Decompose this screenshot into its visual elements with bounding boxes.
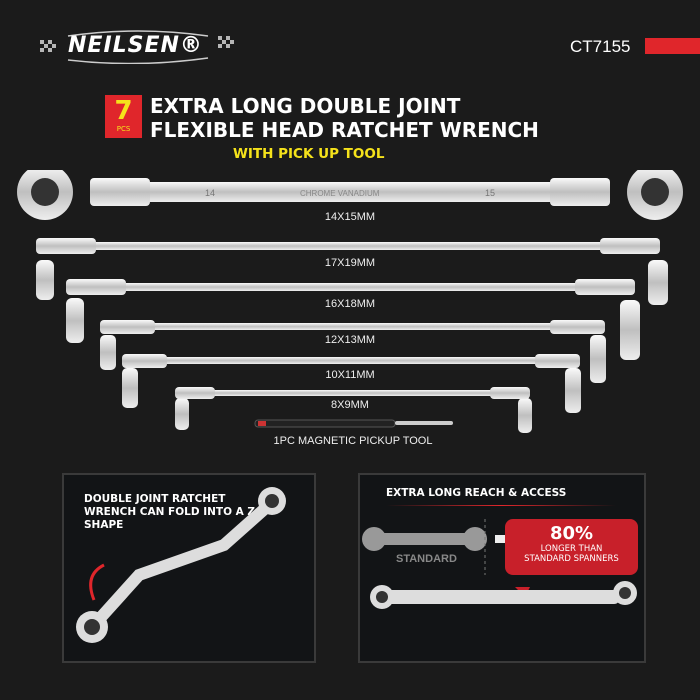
folded-wrench-image	[76, 487, 286, 643]
fold-feature-panel: DOUBLE JOINT RATCHET WRENCH CAN FOLD INT…	[62, 473, 316, 663]
heading-divider	[386, 505, 616, 506]
title-line-2: FLEXIBLE HEAD RATCHET WRENCH	[150, 118, 539, 142]
wrench-16x18	[66, 279, 640, 360]
reach-heading: EXTRA LONG REACH & ACCESS	[386, 487, 567, 499]
magnetic-pickup-tool	[254, 419, 453, 428]
stamp-left: 14	[205, 188, 215, 198]
piece-count-badge: 7 PCS	[105, 95, 142, 138]
size-label: 12X13MM	[324, 334, 376, 346]
stamp-right: 15	[485, 188, 495, 198]
neilsen-logo	[40, 30, 234, 64]
wrench-set-image: 14 CHROME VANADIUM 15	[17, 170, 683, 433]
title-line-1: EXTRA LONG DOUBLE JOINT	[150, 94, 461, 118]
callout-line-2: STANDARD SPANNERS	[524, 554, 619, 564]
piece-unit: PCS	[116, 125, 131, 133]
brand-logo-text: NEILSEN®	[68, 33, 203, 58]
size-label: 10X11MM	[325, 369, 375, 381]
piece-count: 7	[114, 96, 133, 126]
size-label: 16X18MM	[324, 298, 376, 310]
wrench-8x9	[175, 387, 532, 433]
callout-line-1: LONGER THAN	[540, 544, 603, 554]
callout-box: 80% LONGER THAN STANDARD SPANNERS	[505, 519, 638, 575]
comparison-graphic	[362, 519, 637, 609]
percent-value: 80%	[549, 523, 594, 544]
standard-label: STANDARD	[396, 553, 457, 565]
size-label: 8X9MM	[331, 399, 369, 411]
wrench-10x11	[122, 354, 581, 413]
fold-feature-text: DOUBLE JOINT RATCHET WRENCH CAN FOLD INT…	[84, 493, 256, 531]
reach-feature-panel: EXTRA LONG REACH & ACCESS STANDARD 80% L…	[358, 473, 646, 663]
page-title: EXTRA LONG DOUBLE JOINT FLEXIBLE HEAD RA…	[150, 94, 539, 142]
wrench-17x19	[36, 238, 668, 305]
subtitle: WITH PICK UP TOOL	[233, 146, 385, 162]
product-code: CT7155	[570, 37, 631, 56]
accent-bar	[645, 38, 700, 54]
size-label: 1PC MAGNETIC PICKUP TOOL	[273, 435, 433, 447]
wrench-14x15: 14 CHROME VANADIUM 15	[17, 170, 683, 220]
long-wrench-image	[380, 590, 620, 604]
rotate-arrow-icon	[89, 563, 105, 601]
standard-spanner-icon	[372, 533, 477, 545]
wrench-12x13	[100, 320, 606, 383]
stamp-middle: CHROME VANADIUM	[300, 189, 380, 198]
size-label: 17X19MM	[324, 257, 376, 269]
size-label: 14X15MM	[324, 211, 376, 223]
